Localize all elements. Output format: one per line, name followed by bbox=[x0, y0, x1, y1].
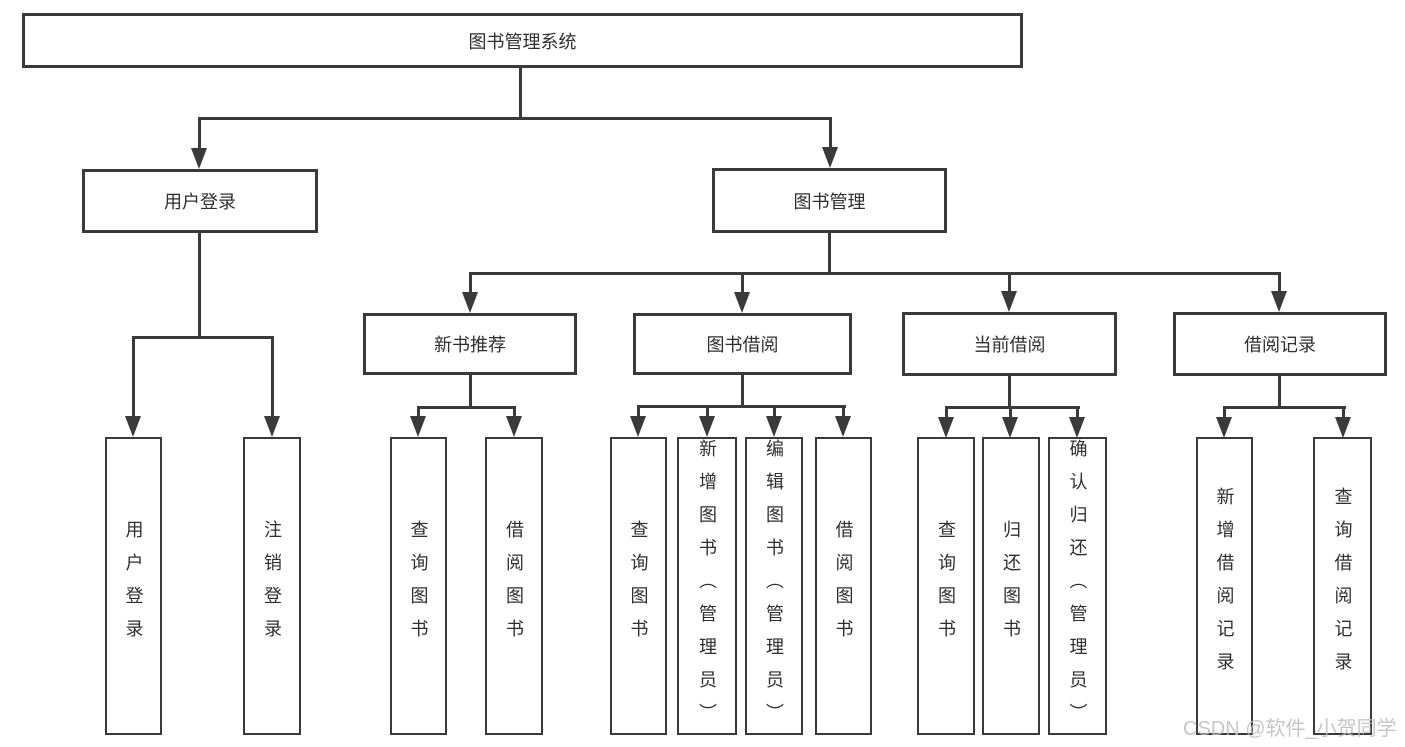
leaf-return-books: 归还图书 bbox=[982, 437, 1040, 735]
arrowhead-icon bbox=[1216, 417, 1232, 438]
connector-line bbox=[131, 336, 135, 418]
leaf-borrow-books-recommend: 借阅图书 bbox=[485, 437, 543, 735]
connector-line bbox=[740, 375, 744, 408]
connector-line bbox=[468, 375, 472, 409]
arrowhead-icon bbox=[410, 416, 426, 437]
node-book-borrow: 图书借阅 bbox=[633, 313, 852, 375]
node-label: 查询图书 bbox=[628, 520, 649, 652]
arrowhead-icon bbox=[630, 416, 646, 437]
arrowhead-icon bbox=[191, 148, 207, 169]
connector-line bbox=[1075, 406, 1079, 419]
connector-line bbox=[705, 405, 709, 418]
connector-line bbox=[740, 272, 744, 294]
leaf-confirm-return-admin: 确认归还（管理员） bbox=[1048, 437, 1107, 736]
node-label: 新书推荐 bbox=[434, 335, 506, 355]
node-label: 归还图书 bbox=[1001, 520, 1021, 652]
arrowhead-icon bbox=[835, 416, 851, 437]
connector-line bbox=[1007, 376, 1011, 409]
connector-line bbox=[1277, 272, 1281, 293]
connector-line bbox=[772, 405, 776, 418]
leaf-add-borrow-record: 新增借阅记录 bbox=[1196, 437, 1253, 735]
connector-line bbox=[468, 272, 1281, 275]
arrowhead-icon bbox=[125, 416, 141, 437]
connector-line bbox=[512, 406, 516, 418]
leaf-add-books-admin: 新增图书（管理员） bbox=[677, 437, 737, 736]
connector-line bbox=[944, 406, 1080, 409]
leaf-logout: 注销登录 bbox=[243, 437, 301, 735]
leaf-query-books-borrow: 查询图书 bbox=[610, 437, 667, 735]
arrowhead-icon bbox=[506, 416, 522, 437]
node-label: 当前借阅 bbox=[973, 335, 1046, 355]
connector-line bbox=[197, 117, 201, 151]
node-label: 图书借阅 bbox=[706, 335, 779, 355]
connector-line bbox=[270, 336, 274, 418]
arrowhead-icon bbox=[699, 416, 715, 437]
node-user-login: 用户登录 bbox=[82, 169, 318, 233]
arrowhead-icon bbox=[1001, 291, 1017, 312]
connector-line bbox=[1222, 406, 1226, 419]
connector-line bbox=[1007, 272, 1011, 293]
connector-line bbox=[416, 406, 516, 409]
node-label: 图书管理系统 bbox=[468, 31, 577, 52]
watermark: CSDN @软件_小贺同学 bbox=[1183, 718, 1397, 740]
leaf-query-borrow-record: 查询借阅记录 bbox=[1313, 437, 1372, 735]
leaf-query-books-current: 查询图书 bbox=[917, 437, 975, 735]
node-new-book-recommend: 新书推荐 bbox=[363, 313, 577, 375]
leaf-user-login: 用户登录 bbox=[105, 437, 162, 735]
connector-line bbox=[1222, 406, 1346, 409]
node-label: 注销登录 bbox=[262, 520, 282, 652]
connector-line bbox=[197, 117, 832, 120]
connector-line bbox=[944, 406, 948, 419]
arrowhead-icon bbox=[462, 292, 478, 313]
leaf-query-books-recommend: 查询图书 bbox=[390, 437, 447, 735]
node-label: 借阅图书 bbox=[504, 520, 524, 652]
node-current-borrow: 当前借阅 bbox=[902, 312, 1117, 376]
connector-line bbox=[518, 68, 522, 118]
node-label: 编辑图书（管理员） bbox=[764, 439, 784, 736]
node-label: 图书管理 bbox=[793, 191, 866, 212]
node-label: 确认归还（管理员） bbox=[1067, 439, 1088, 736]
node-label: 查询图书 bbox=[408, 520, 429, 652]
connector-line bbox=[828, 117, 832, 150]
connector-line bbox=[416, 406, 420, 418]
arrowhead-icon bbox=[1335, 417, 1351, 438]
arrowhead-icon bbox=[822, 147, 838, 168]
connector-line bbox=[1277, 376, 1281, 409]
node-root: 图书管理系统 bbox=[22, 13, 1023, 68]
connector-line bbox=[827, 233, 831, 275]
connector-line bbox=[1008, 406, 1012, 419]
node-label: 查询借阅记录 bbox=[1332, 487, 1353, 685]
node-label: 借阅图书 bbox=[833, 520, 854, 652]
arrowhead-icon bbox=[1069, 417, 1085, 438]
node-label: 用户登录 bbox=[164, 192, 236, 212]
node-label: 新增图书（管理员） bbox=[697, 439, 717, 736]
leaf-edit-books-admin: 编辑图书（管理员） bbox=[745, 437, 803, 736]
arrowhead-icon bbox=[766, 416, 782, 437]
node-borrow-records: 借阅记录 bbox=[1173, 312, 1387, 376]
connector-line bbox=[841, 405, 845, 418]
node-label: 查询图书 bbox=[936, 520, 956, 652]
node-label: 借阅记录 bbox=[1244, 335, 1316, 355]
connector-line bbox=[131, 336, 274, 339]
arrowhead-icon bbox=[938, 417, 954, 438]
connector-line bbox=[636, 405, 640, 418]
arrowhead-icon bbox=[1002, 417, 1018, 438]
arrowhead-icon bbox=[1271, 291, 1287, 312]
leaf-borrow-books: 借阅图书 bbox=[815, 437, 872, 735]
connector-line bbox=[197, 233, 201, 339]
connector-line bbox=[468, 272, 472, 294]
arrowhead-icon bbox=[264, 416, 280, 437]
node-book-management: 图书管理 bbox=[712, 168, 947, 233]
connector-line bbox=[1341, 406, 1345, 419]
arrowhead-icon bbox=[734, 292, 750, 313]
connector-line bbox=[636, 405, 846, 408]
node-label: 用户登录 bbox=[123, 520, 144, 652]
node-label: 新增借阅记录 bbox=[1214, 487, 1235, 685]
